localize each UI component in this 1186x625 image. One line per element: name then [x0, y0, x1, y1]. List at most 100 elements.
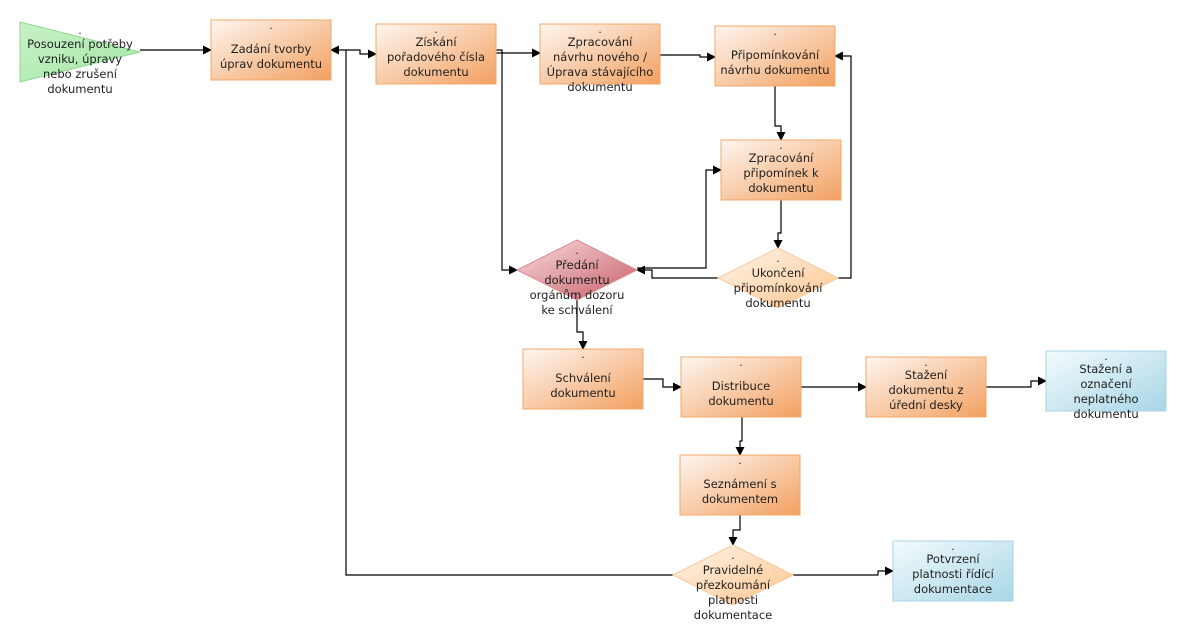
- connector-zadani-to-ziskani: [346, 49, 377, 59]
- node-label-line: Potvrzení: [926, 552, 980, 566]
- node-label-line: Posouzení potřeby: [27, 37, 133, 51]
- node-label-line: dokumentu: [748, 181, 813, 195]
- node-dot-marker: .: [738, 454, 742, 467]
- process-box: [714, 25, 836, 87]
- connector-predani-to-zpracovani-pripominek: [637, 165, 722, 269]
- node-label-line: Distribuce: [712, 379, 770, 393]
- node-label-line: dokumentace: [694, 608, 772, 622]
- decision-diamond: [515, 239, 639, 301]
- connector-seznameni-to-pravidelne: [728, 515, 741, 546]
- node-label-line: Seznámení s: [703, 477, 776, 491]
- connector-pravidelne-to-potvrzeni: [793, 566, 894, 576]
- node-label-line: Zadání tvorby: [231, 42, 312, 56]
- node-label-line: připomínkování: [734, 281, 824, 295]
- process-box: [522, 348, 644, 410]
- node-label-line: nebo zrušení: [43, 67, 118, 81]
- connector-ukonceni-to-pripominkovani: [834, 51, 852, 279]
- node-label-line: dokumentu: [47, 82, 112, 96]
- node-label-line: dokumentace: [914, 582, 992, 596]
- node-pravidelne[interactable]: .Pravidelnépřezkoumáníplatnostidokumenta…: [671, 544, 795, 622]
- node-dot-marker: .: [1104, 350, 1108, 363]
- process-box: [679, 454, 801, 516]
- node-dot-marker: .: [951, 540, 955, 553]
- process-box: [375, 23, 497, 85]
- node-label-line: Stažení: [905, 368, 948, 382]
- node-dot-marker: .: [773, 25, 777, 38]
- process-box: [210, 19, 332, 81]
- node-dot-marker: .: [434, 23, 438, 36]
- node-label-line: Pravidelné: [703, 563, 763, 577]
- node-label-line: Úprava stávajícího: [547, 64, 654, 79]
- node-label-line: dokumentu: [708, 394, 773, 408]
- connector-predani-to-schvaleni: [576, 300, 588, 350]
- node-dot-marker: .: [598, 23, 602, 36]
- node-dot-marker: .: [581, 348, 585, 361]
- node-label-line: Ukončení: [752, 266, 806, 280]
- node-label-line: dokumentu: [567, 80, 632, 94]
- node-label-line: dokumentem: [702, 492, 778, 506]
- terminal-box: [1045, 350, 1167, 412]
- node-dot-marker: .: [924, 356, 928, 369]
- connector-ziskani-to-predani: [496, 49, 518, 275]
- connector-pravidelne-to-zadani: [330, 45, 673, 576]
- node-label-line: návrhu nového /: [553, 50, 647, 64]
- start-triangle: [19, 21, 141, 83]
- connector-stazeni-to-stazeni-oznaceni: [986, 376, 1047, 388]
- connector-zpracovani-pripominek-to-ukonceni: [773, 200, 783, 249]
- node-dot-marker: .: [575, 244, 579, 257]
- node-label-line: orgánům dozoru: [530, 288, 625, 302]
- node-label-line: přezkoumání: [696, 578, 771, 592]
- process-box: [865, 356, 987, 418]
- node-dot-marker: .: [731, 549, 735, 562]
- node-label-line: dokumentu: [745, 296, 810, 310]
- connector-schvaleni-to-distribuce: [643, 378, 682, 392]
- connectors: [140, 45, 1047, 576]
- node-label-line: Zpracování: [749, 151, 814, 165]
- node-dot-marker: .: [78, 24, 82, 37]
- node-label-line: návrhu dokumentu: [720, 63, 829, 77]
- connector-pripominkovani-to-zpracovani-pripominek: [774, 86, 786, 141]
- node-label-line: připomínek k: [743, 166, 819, 180]
- node-label-line: dokumentu: [544, 273, 609, 287]
- node-label-line: dokumentu: [550, 386, 615, 400]
- terminal-box: [892, 540, 1014, 602]
- node-label-line: úřední desky: [889, 398, 963, 412]
- node-label-line: dokumentu: [403, 65, 468, 79]
- node-label-line: neplatného: [1073, 392, 1138, 406]
- node-label-line: dokumentu z: [889, 383, 964, 397]
- node-label-line: pořadového čísla: [387, 50, 485, 64]
- node-label-line: označení: [1080, 377, 1132, 391]
- node-label-line: platnosti: [708, 593, 758, 607]
- node-dot-marker: .: [776, 252, 780, 265]
- node-dot-marker: .: [779, 139, 783, 152]
- process-box: [539, 23, 661, 85]
- node-label-line: platnosti řídící: [912, 567, 994, 581]
- node-label-line: Připomínkování: [731, 48, 820, 62]
- node-label-line: Předání: [555, 258, 599, 272]
- process-box: [680, 356, 802, 418]
- connector-ukonceni-to-predani: [636, 265, 718, 279]
- node-label-line: úprav dokumentu: [220, 57, 322, 71]
- node-label-line: Zpracování: [568, 35, 633, 49]
- node-label-line: ke schválení: [541, 303, 613, 317]
- node-label-line: Stažení a: [1079, 362, 1132, 376]
- node-label-line: dokumentu: [1073, 407, 1138, 421]
- node-dot-marker: .: [269, 19, 273, 32]
- decision-diamond: [671, 544, 795, 606]
- node-label-line: Získání: [415, 35, 457, 49]
